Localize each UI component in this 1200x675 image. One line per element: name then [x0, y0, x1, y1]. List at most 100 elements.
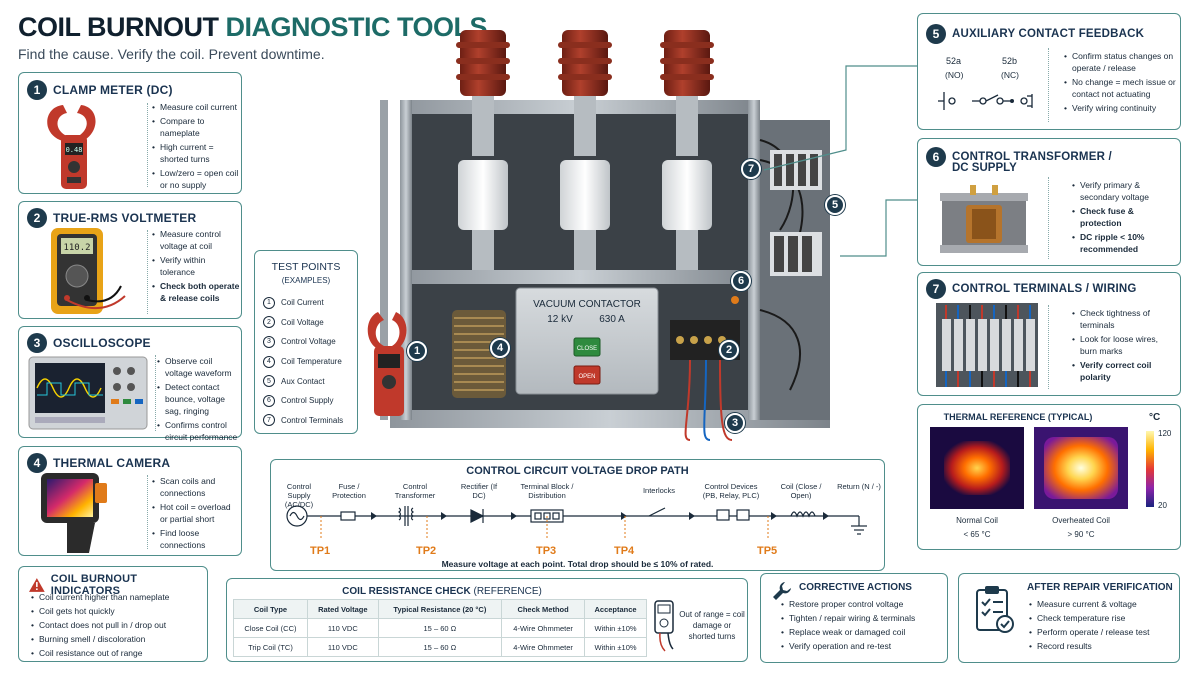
aux-number: 5 — [926, 24, 946, 44]
transformer-icon — [940, 185, 1028, 253]
aux-bullet: Confirm status changes on operate / rele… — [1064, 50, 1176, 74]
test-point-number: 7 — [263, 414, 275, 427]
operating-coil — [452, 310, 506, 398]
tool-title: THERMAL CAMERA — [53, 456, 171, 470]
close-button-label: CLOSE — [577, 346, 597, 352]
tp-label: TP3 — [536, 545, 557, 557]
thermal-scale-bar — [1146, 431, 1154, 507]
terminals-bullet: Verify correct coil polarity — [1072, 359, 1176, 383]
after-repair-card: AFTER REPAIR VERIFICATION Measure curren… — [958, 573, 1180, 663]
callout-connectors — [763, 65, 917, 257]
indicator-item: Contact does not pull in / drop out — [31, 619, 205, 631]
path-component-label: Control Supply (AC/DC) — [284, 482, 314, 509]
transformer-title-line1: CONTROL TRANSFORMER / — [952, 151, 1112, 163]
table-cell: 15 – 60 Ω — [377, 618, 503, 638]
callout-5: 5 — [825, 195, 845, 215]
terminals-bullet: Look for loose wires, burn marks — [1072, 333, 1176, 357]
callout-7: 7 — [741, 159, 761, 179]
indicator-item: Coil current higher than nameplate — [31, 591, 205, 603]
corrective-actions-card: CORRECTIVE ACTIONS Restore proper contro… — [760, 573, 948, 663]
transformer-bullet: DC ripple < 10% recommended — [1072, 231, 1176, 255]
after-item: Record results — [1029, 640, 1179, 652]
tool-number: 4 — [27, 453, 47, 473]
test-point-item: 5 Aux Contact — [263, 371, 357, 391]
tool-bullet: Detect contact bounce, voltage sag, ring… — [157, 381, 241, 417]
thermal-normal-image — [930, 427, 1024, 509]
aux-title: AUXILIARY CONTACT FEEDBACK — [952, 28, 1145, 40]
pole-2 — [558, 30, 612, 270]
corrective-title: CORRECTIVE ACTIONS — [799, 582, 912, 593]
test-point-label: Control Voltage — [281, 337, 336, 347]
tp-label: TP5 — [757, 545, 778, 557]
contactor-kv: 12 kV — [547, 314, 573, 325]
tool-card-clamp-meter: 1 CLAMP METER (DC) 0.48 Measure coil cur… — [18, 72, 242, 194]
transformer-number: 6 — [926, 147, 946, 167]
tool-card-thermal-camera: 4 THERMAL CAMERA Scan coils and connecti… — [18, 446, 242, 556]
aux-bullet: Verify wiring continuity — [1064, 102, 1176, 114]
page-title: COIL BURNOUT DIAGNOSTIC TOOLS — [18, 12, 488, 43]
tool-bullet: Scan coils and connections — [152, 475, 240, 499]
tool-card-oscilloscope: 3 OSCILLOSCOPE Observe coil voltage wave… — [18, 326, 242, 442]
tool-number: 3 — [27, 333, 47, 353]
path-component-label: Fuse / Protection — [332, 482, 366, 500]
path-component-label: Interlocks — [642, 486, 676, 495]
tool-number: 1 — [27, 80, 47, 100]
thermal-unit: °C — [1149, 412, 1161, 423]
test-point-number: 1 — [263, 296, 275, 309]
callout-2: 2 — [719, 340, 739, 360]
thermal-camera-icon — [41, 473, 107, 553]
table-cell: 15 – 60 Ω — [377, 637, 503, 657]
resistance-title: COIL RESISTANCE CHECK (REFERENCE) — [227, 586, 657, 597]
thermal-title: THERMAL REFERENCE (TYPICAL) — [943, 412, 1093, 422]
table-cell: Within ±10% — [584, 637, 647, 657]
aux-bullet: No change = mech issue or contact not ac… — [1064, 76, 1176, 100]
aux-contact-card: 5 AUXILIARY CONTACT FEEDBACK 52a (NO) 52… — [917, 13, 1181, 130]
transformer-bullet: Verify primary & secondary voltage — [1072, 179, 1176, 203]
transformer-card: 6 CONTROL TRANSFORMER / DC SUPPLY Verify… — [917, 138, 1181, 266]
test-point-item: 1 Coil Current — [263, 293, 357, 313]
test-point-label: Coil Temperature — [281, 357, 342, 367]
table-cell: 110 VDC — [306, 637, 379, 657]
corrective-item: Restore proper control voltage — [781, 598, 945, 610]
tp-label: TP1 — [310, 545, 331, 557]
test-points-title: TEST POINTS — [271, 261, 341, 273]
path-note: Measure voltage at each point. Total dro… — [441, 559, 714, 569]
tool-bullet: Measure control voltage at coil — [152, 228, 240, 252]
tool-bullet: Observe coil voltage waveform — [157, 355, 241, 379]
table-cell: Within ±10% — [584, 618, 647, 638]
tool-title: CLAMP METER (DC) — [53, 83, 173, 97]
test-point-label: Coil Current — [281, 298, 324, 308]
callout-4: 4 — [490, 338, 510, 358]
test-point-number: 2 — [263, 316, 275, 329]
tp-label: TP2 — [416, 545, 437, 557]
tool-bullet: High current = shorted turns — [152, 141, 240, 165]
terminals-title: CONTROL TERMINALS / WIRING — [952, 283, 1137, 295]
resistance-title-main: COIL RESISTANCE CHECK — [342, 586, 471, 597]
indicator-item: Burning smell / discoloration — [31, 633, 205, 645]
coil-resistance-table: Coil Type Rated Voltage Typical Resistan… — [233, 599, 647, 657]
voltage-drop-path-card: CONTROL CIRCUIT VOLTAGE DROP PATH Contro… — [270, 459, 885, 571]
open-button-label: OPEN — [578, 374, 595, 380]
tool-number: 2 — [27, 208, 47, 228]
table-cell: 4-Wire Ohmmeter — [501, 637, 586, 657]
table-cell: Close Coil (CC) — [233, 618, 308, 638]
table-row: Trip Coil (TC) 110 VDC 15 – 60 Ω 4-Wire … — [233, 637, 647, 657]
thermal-hot-label: Overheated Coil — [1052, 516, 1110, 525]
pole-3 — [660, 30, 714, 270]
tool-bullet: Check both operate & release coils — [152, 280, 240, 304]
path-component-label: Control Transformer — [394, 482, 436, 500]
contactor-amps: 630 A — [599, 314, 625, 325]
after-item: Measure current & voltage — [1029, 598, 1179, 610]
thermal-normal-value: < 65 °C — [963, 530, 991, 539]
test-point-label: Aux Contact — [281, 376, 325, 386]
multimeter-icon: 110.2 — [51, 228, 126, 314]
clamp-meter-on-coil-icon — [367, 312, 407, 416]
test-point-number: 5 — [263, 375, 275, 388]
table-header: Check Method — [501, 599, 586, 619]
path-component-label: Return (N / -) — [837, 482, 881, 491]
corrective-item: Replace weak or damaged coil — [781, 626, 945, 638]
table-cell: 110 VDC — [306, 618, 379, 638]
